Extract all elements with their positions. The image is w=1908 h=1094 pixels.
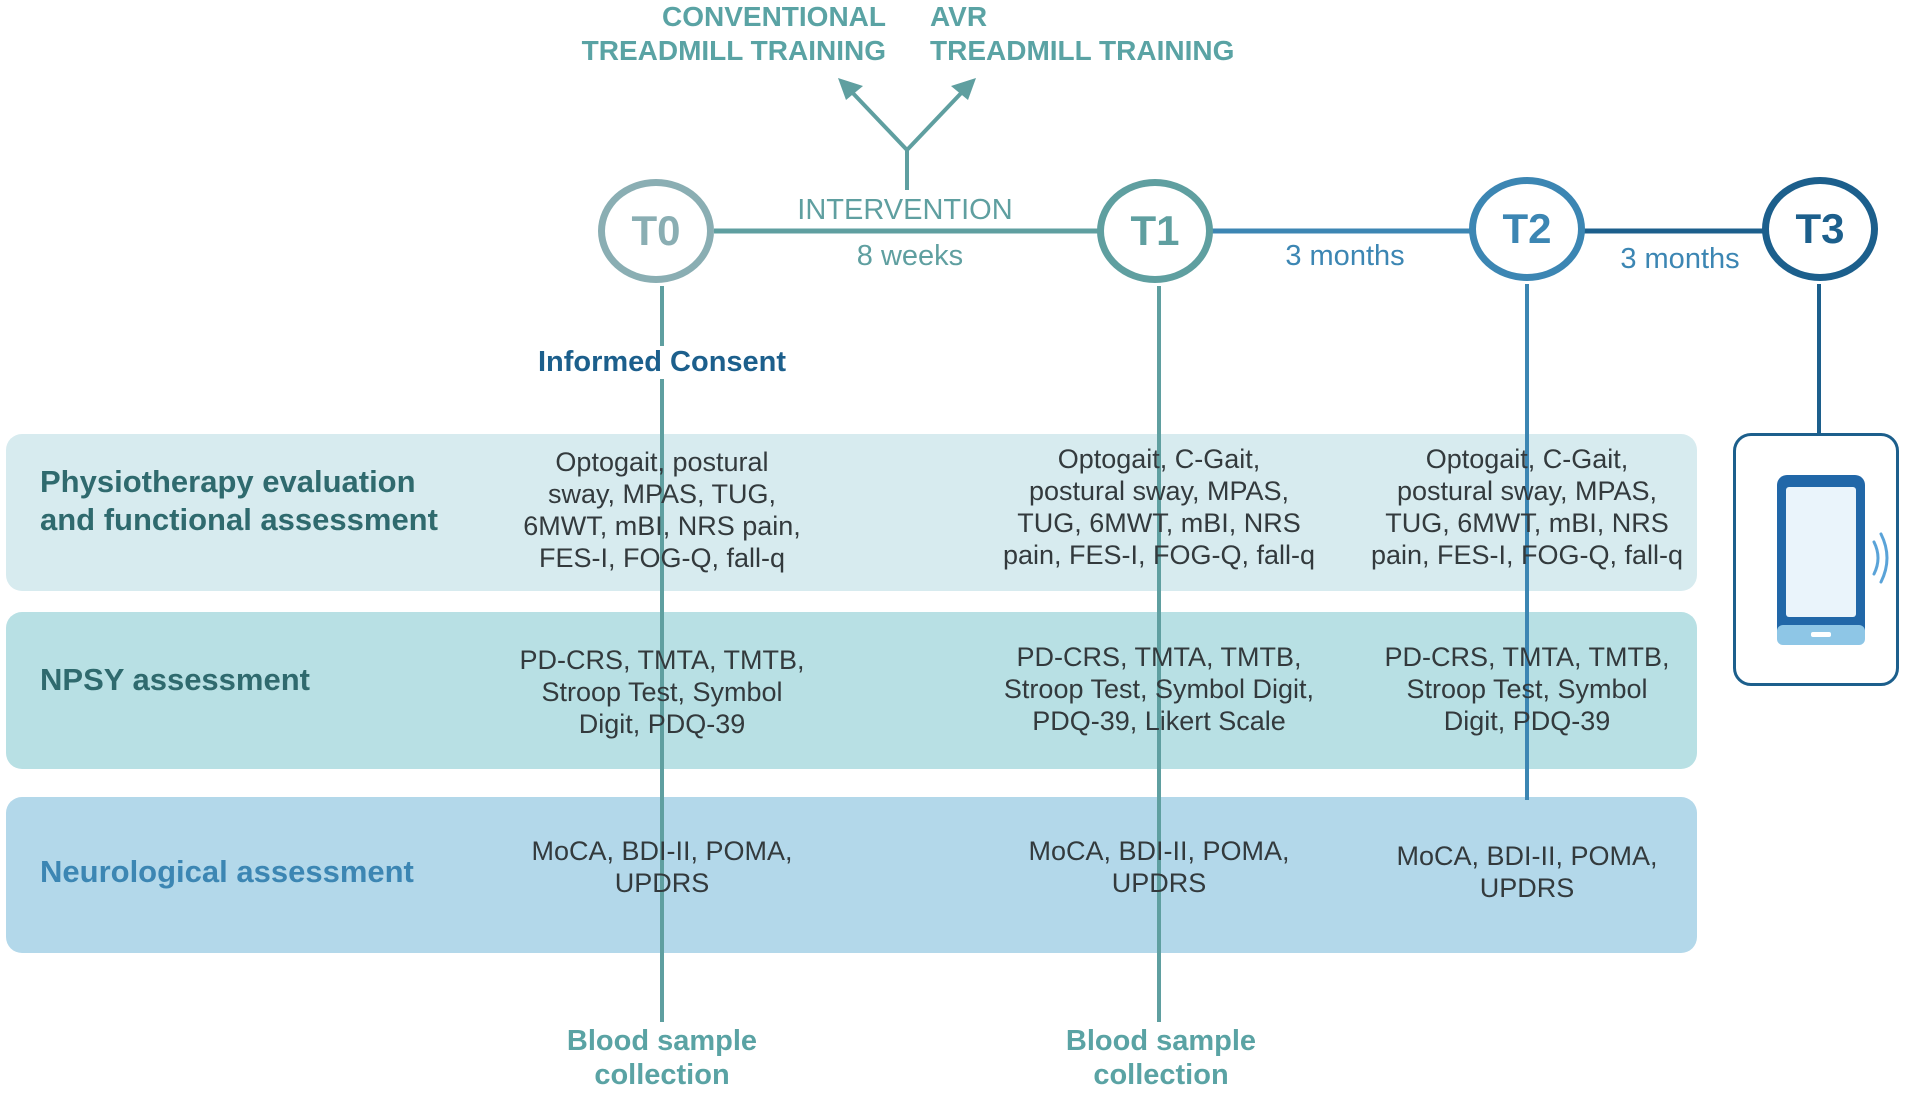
neuro-row-label: Neurological assessment <box>40 854 414 889</box>
physio-label-line2: and functional assessment <box>40 502 438 537</box>
npsy-t2-line: PD-CRS, TMTA, TMTB, <box>1384 642 1670 672</box>
smartphone-icon <box>1777 475 1889 645</box>
neuro-t0-measures: MoCA, BDI-II, POMA, UPDRS <box>502 835 822 899</box>
npsy-t0-line: Digit, PDQ-39 <box>578 709 746 739</box>
physio-t2-measures: Optogait, C-Gait, postural sway, MPAS, T… <box>1367 443 1687 571</box>
branch-left-arm <box>846 86 909 152</box>
physio-t0-line: FES-I, FOG-Q, fall-q <box>538 543 786 573</box>
blood-t1-line1: Blood sample <box>1065 1025 1257 1057</box>
informed-consent-label: Informed Consent <box>520 346 804 379</box>
conventional-line2: TREADMILL TRAINING <box>581 35 886 66</box>
npsy-t0-measures: PD-CRS, TMTA, TMTB, Stroop Test, Symbol … <box>502 644 822 740</box>
physio-t0-measures: Optogait, postural sway, MPAS, TUG, 6MWT… <box>502 446 822 574</box>
npsy-t1-line: Stroop Test, Symbol Digit, <box>1003 674 1315 704</box>
neuro-t1-measures: MoCA, BDI-II, POMA, UPDRS <box>999 835 1319 899</box>
physio-t0-line: Optogait, postural <box>555 447 769 477</box>
npsy-t2-measures: PD-CRS, TMTA, TMTB, Stroop Test, Symbol … <box>1367 641 1687 737</box>
neuro-t1-line: UPDRS <box>1111 868 1207 898</box>
remote-device-box <box>1733 433 1899 686</box>
physio-t0-line: 6MWT, mBI, NRS pain, <box>523 511 801 541</box>
blood-sample-t0: Blood sample collection <box>532 1024 792 1092</box>
physio-t2-line: Optogait, C-Gait, <box>1425 444 1629 474</box>
physio-row-label: Physiotherapy evaluation and functional … <box>40 463 480 539</box>
physio-t0-line: sway, MPAS, TUG, <box>547 479 777 509</box>
followup-duration-t2-t3: 3 months <box>1620 243 1740 275</box>
physio-assessment-band <box>6 434 1697 591</box>
physio-t1-line: postural sway, MPAS, <box>1028 476 1290 506</box>
branch-right-arm <box>905 86 968 152</box>
arrow-head-left-icon <box>838 78 863 100</box>
neuro-assessment-band <box>6 797 1697 953</box>
timepoint-t2: T2 <box>1469 177 1585 281</box>
npsy-row-label: NPSY assessment <box>40 662 310 697</box>
npsy-t0-line: Stroop Test, Symbol <box>541 677 783 707</box>
neuro-t0-line: UPDRS <box>614 868 710 898</box>
physio-t2-line: TUG, 6MWT, mBI, NRS <box>1385 508 1669 538</box>
intervention-label: INTERVENTION <box>797 194 1013 226</box>
intervention-duration: 8 weeks <box>856 240 964 272</box>
timepoint-t0: T0 <box>598 179 714 283</box>
neuro-t0-line: MoCA, BDI-II, POMA, <box>531 836 793 866</box>
physio-t1-line: pain, FES-I, FOG-Q, fall-q <box>1002 540 1316 570</box>
blood-t0-line2: collection <box>594 1059 730 1091</box>
physio-t1-measures: Optogait, C-Gait, postural sway, MPAS, T… <box>999 443 1319 571</box>
npsy-t1-measures: PD-CRS, TMTA, TMTB, Stroop Test, Symbol … <box>999 641 1319 737</box>
blood-t0-line1: Blood sample <box>566 1025 758 1057</box>
avr-training-label: AVR TREADMILL TRAINING <box>930 0 1234 68</box>
neuro-t1-line: MoCA, BDI-II, POMA, <box>1028 836 1290 866</box>
timepoint-t1: T1 <box>1097 179 1213 283</box>
physio-t1-line: Optogait, C-Gait, <box>1057 444 1261 474</box>
npsy-t0-line: PD-CRS, TMTA, TMTB, <box>519 645 805 675</box>
followup-duration-t1-t2: 3 months <box>1285 240 1405 272</box>
avr-line2: TREADMILL TRAINING <box>930 35 1235 66</box>
neuro-t2-measures: MoCA, BDI-II, POMA, UPDRS <box>1367 840 1687 904</box>
conventional-training-label: CONVENTIONAL TREADMILL TRAINING <box>520 0 886 68</box>
neuro-t2-line: UPDRS <box>1479 873 1575 903</box>
avr-line1: AVR <box>930 1 988 32</box>
neuro-t2-line: MoCA, BDI-II, POMA, <box>1396 841 1658 871</box>
conventional-line1: CONVENTIONAL <box>662 1 886 32</box>
arrow-head-right-icon <box>951 78 976 100</box>
npsy-assessment-band <box>6 612 1697 769</box>
physio-t1-line: TUG, 6MWT, mBI, NRS <box>1017 508 1301 538</box>
blood-t1-line2: collection <box>1093 1059 1229 1091</box>
npsy-t1-line: PD-CRS, TMTA, TMTB, <box>1016 642 1302 672</box>
physio-label-line1: Physiotherapy evaluation <box>40 464 416 499</box>
npsy-t2-line: Digit, PDQ-39 <box>1443 706 1611 736</box>
physio-t2-line: postural sway, MPAS, <box>1396 476 1658 506</box>
npsy-t1-line: PDQ-39, Likert Scale <box>1032 706 1286 736</box>
blood-sample-t1: Blood sample collection <box>1031 1024 1291 1092</box>
timepoint-t3: T3 <box>1762 177 1878 281</box>
physio-t2-line: pain, FES-I, FOG-Q, fall-q <box>1370 540 1684 570</box>
npsy-t2-line: Stroop Test, Symbol <box>1406 674 1648 704</box>
